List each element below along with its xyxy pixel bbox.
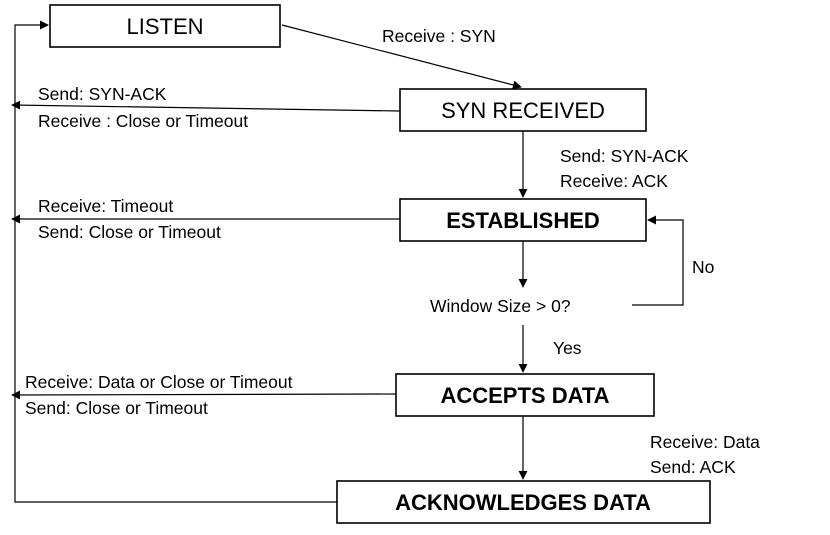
label-syn-exit-receive: Receive : Close or Timeout (38, 111, 248, 131)
edge-listen-to-syn-received (281, 24, 522, 90)
label-accepts-to-ack-send: Send: ACK (650, 457, 736, 477)
state-established: ESTABLISHED (399, 198, 647, 242)
label-est-exit-receive: Receive: Timeout (38, 196, 173, 216)
label-receive-syn: Receive : SYN (382, 26, 496, 46)
label-accepts-exit-send: Send: Close or Timeout (25, 398, 208, 418)
state-acknowledges-data-label: ACKNOWLEDGES DATA (395, 490, 651, 515)
decision-yes-label: Yes (553, 338, 582, 358)
edge-return-to-listen (14, 20, 337, 503)
label-syn-exit-send: Send: SYN-ACK (38, 84, 167, 104)
state-syn-received-label: SYN RECEIVED (441, 98, 605, 123)
edge-decision-no-loop (632, 215, 684, 306)
state-accepts-data: ACCEPTS DATA (395, 373, 655, 417)
edge-accepts-data-exit (11, 390, 397, 400)
label-accepts-to-ack-receive: Receive: Data (650, 432, 760, 452)
label-syn-to-est-send: Send: SYN-ACK (560, 146, 689, 166)
edge-syn-received-exit (11, 100, 401, 112)
state-acknowledges-data: ACKNOWLEDGES DATA (336, 480, 711, 524)
state-listen: LISTEN (49, 4, 281, 48)
decision-no-label: No (692, 257, 714, 277)
state-established-label: ESTABLISHED (446, 208, 600, 233)
state-listen-label: LISTEN (126, 14, 203, 39)
state-accepts-data-label: ACCEPTS DATA (440, 383, 609, 408)
state-syn-received: SYN RECEIVED (399, 88, 647, 132)
decision-window-size: Window Size > 0? (430, 296, 571, 316)
label-est-exit-send: Send: Close or Timeout (38, 222, 221, 242)
label-accepts-exit-receive: Receive: Data or Close or Timeout (25, 372, 293, 392)
label-syn-to-est-receive: Receive: ACK (560, 171, 668, 191)
